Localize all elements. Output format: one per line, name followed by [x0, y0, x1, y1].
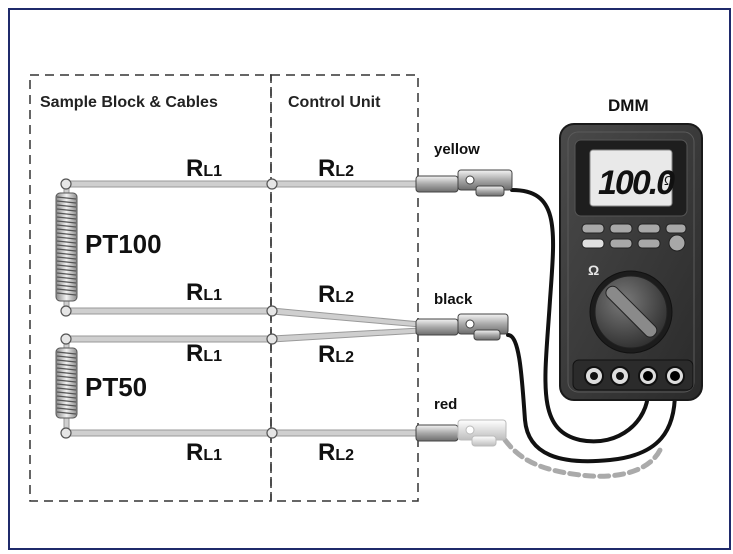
dmm-button[interactable] [581, 238, 605, 249]
dmm-button[interactable] [665, 223, 687, 234]
red-lead-cable [502, 437, 663, 479]
node [266, 333, 278, 345]
red-plug [415, 419, 507, 447]
black-connector-label: black [434, 291, 473, 308]
dmm-button[interactable] [637, 238, 661, 249]
yellow-connector-label: yellow [434, 141, 480, 158]
pt100-label: PT100 [85, 229, 162, 259]
node [266, 305, 278, 317]
dmm-button[interactable] [581, 223, 605, 234]
rl2-label: RL2 [318, 155, 354, 182]
node [266, 178, 278, 190]
black-plug [415, 313, 509, 341]
node [266, 427, 278, 439]
dmm-button[interactable] [637, 223, 661, 234]
rl1-label: RL1 [186, 279, 222, 306]
dmm-title: DMM [608, 96, 649, 115]
test-leads [502, 188, 677, 479]
node [60, 427, 72, 439]
rl2-label: RL2 [318, 439, 354, 466]
yellow-lead-cable [510, 188, 650, 444]
dmm-unit: Ω [664, 173, 674, 188]
rl2-label: RL2 [318, 281, 354, 308]
dmm-body: 100.0 Ω Ω [559, 123, 703, 401]
rotary-dial[interactable] [589, 270, 673, 354]
black-lead-cable [506, 333, 677, 464]
node [60, 305, 72, 317]
wire-pt50-top [65, 327, 421, 343]
dmm-reading: 100.0 [598, 164, 675, 202]
control-unit-region [270, 74, 419, 502]
resistance-labels: RL1 RL2 RL1 RL2 RL1 RL2 RL1 RL2 [186, 155, 354, 466]
red-connector-label: red [434, 396, 457, 413]
wire-top [65, 180, 421, 188]
input-jacks [572, 359, 694, 391]
pt100-coil [55, 192, 78, 302]
wire-pt100-bottom [65, 307, 421, 328]
dmm-buttons[interactable] [581, 223, 687, 252]
wire-bottom [65, 429, 421, 437]
pt50-coil [55, 347, 78, 419]
outer-frame [8, 8, 731, 550]
rl2-label: RL2 [318, 341, 354, 368]
dmm-button[interactable] [609, 223, 633, 234]
node [60, 333, 72, 345]
rl1-label: RL1 [186, 340, 222, 367]
rl1-label: RL1 [186, 439, 222, 466]
control-unit-label: Control Unit [288, 94, 381, 111]
yellow-plug [415, 169, 513, 197]
junction-nodes [60, 178, 278, 439]
rl1-label: RL1 [186, 155, 222, 182]
dmm-button[interactable] [609, 238, 633, 249]
sample-block-label: Sample Block & Cables [40, 94, 218, 111]
dmm-display [589, 149, 673, 207]
dmm-button[interactable] [668, 234, 686, 252]
pt50-label: PT50 [85, 372, 147, 402]
dial-omega-symbol: Ω [588, 262, 599, 278]
node [60, 178, 72, 190]
